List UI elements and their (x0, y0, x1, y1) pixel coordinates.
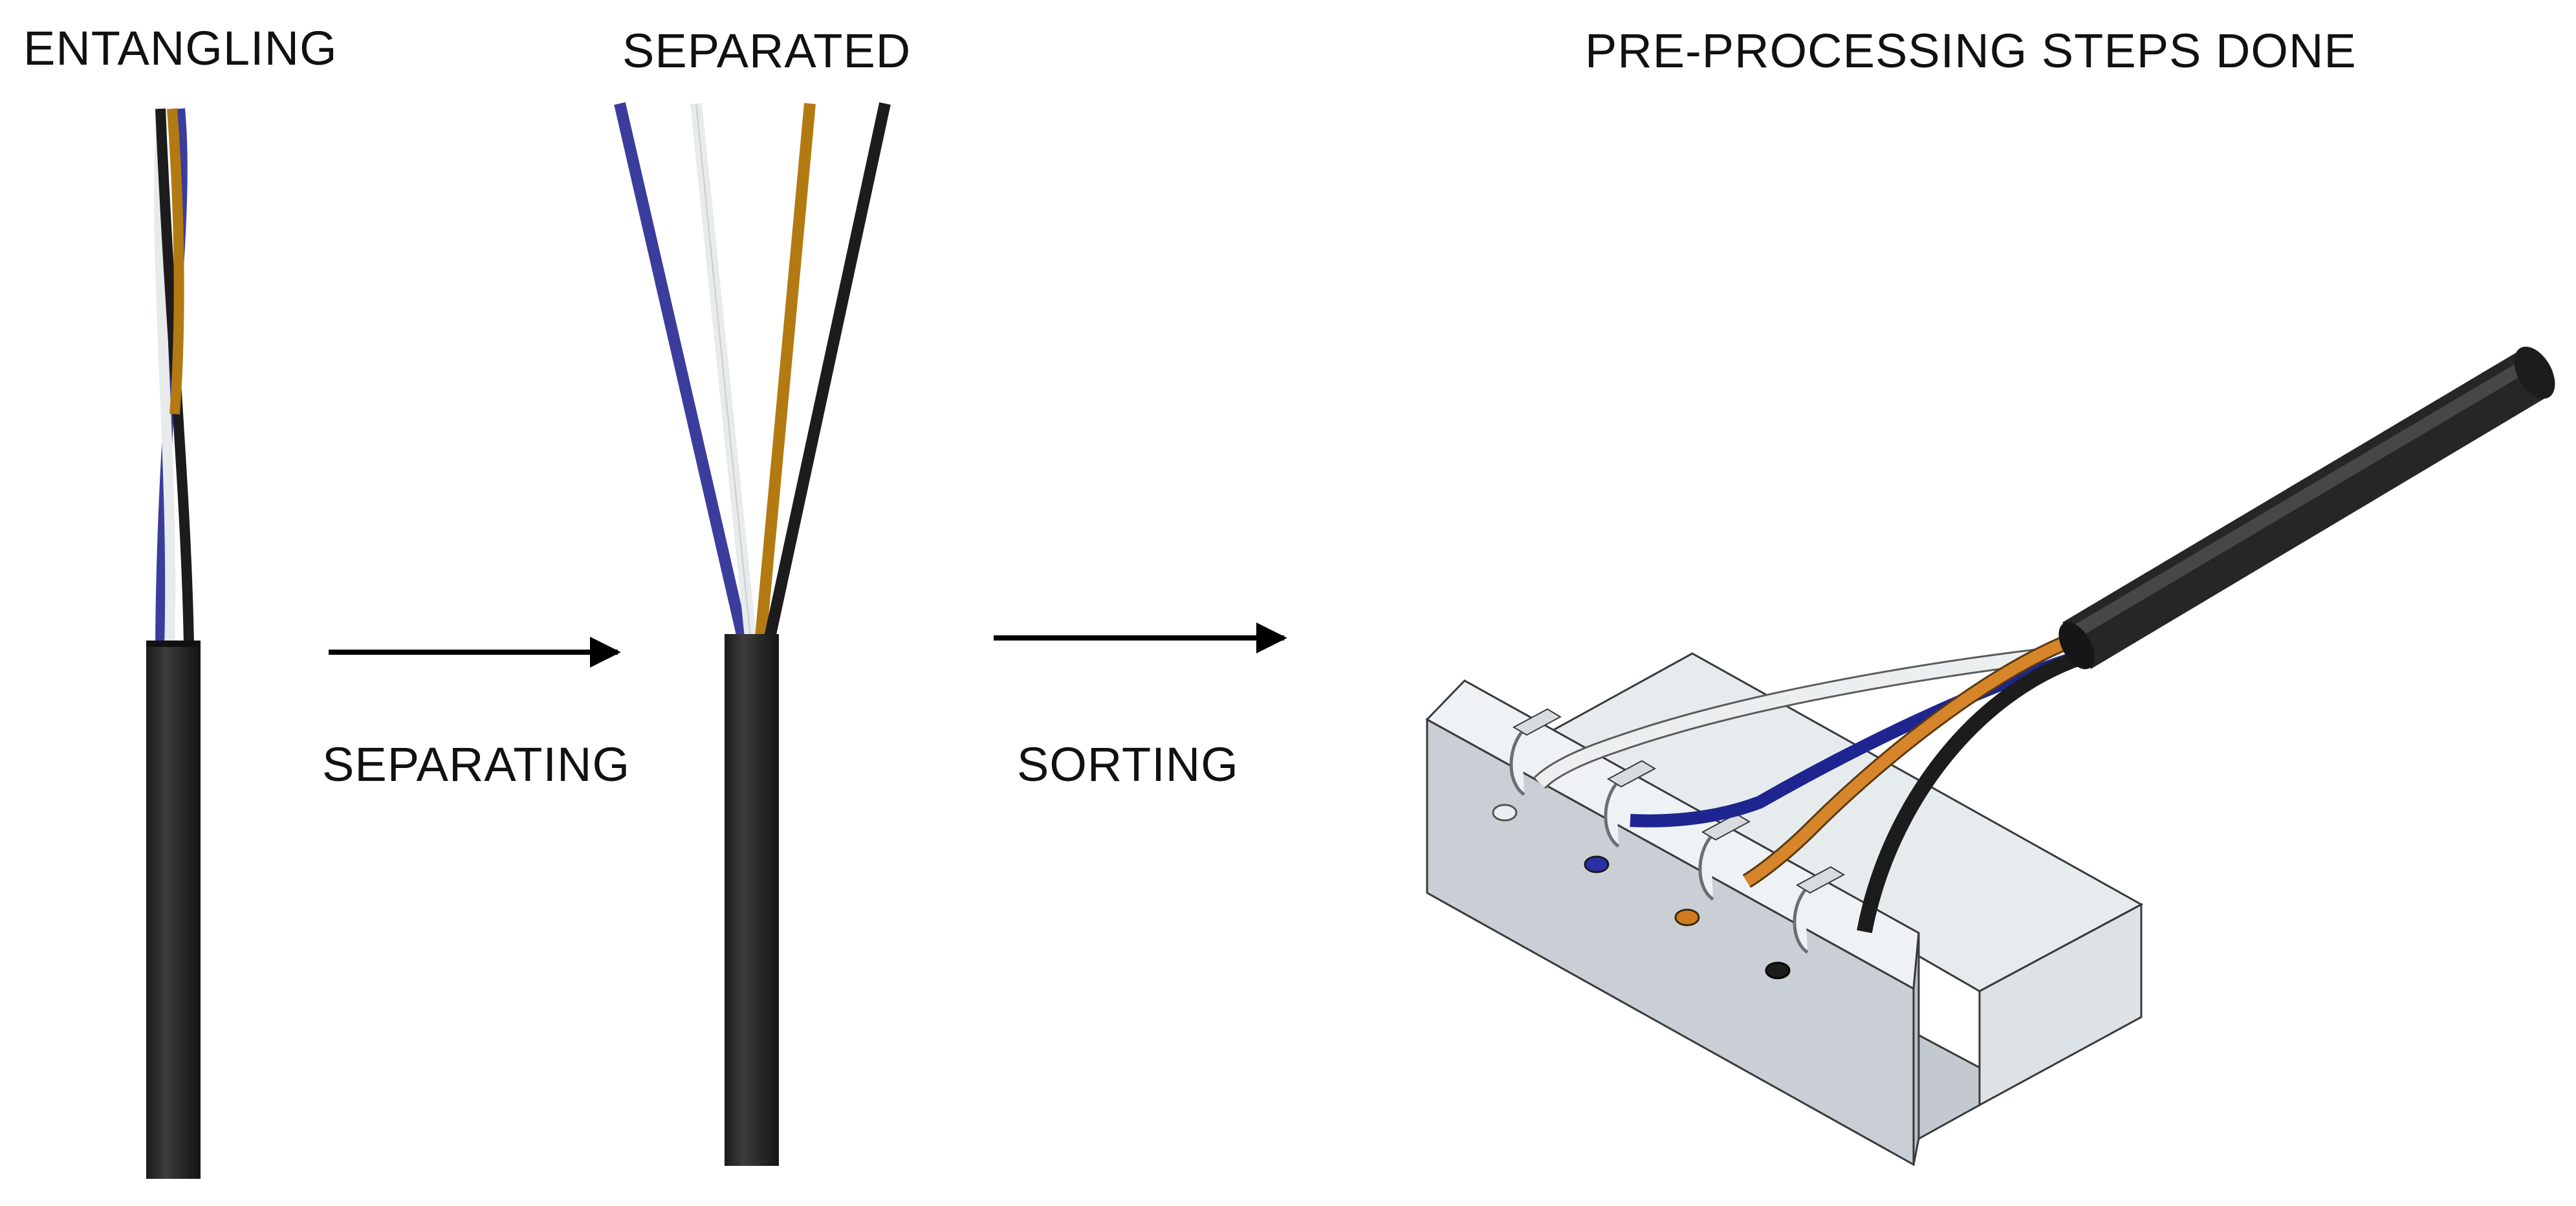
routed-wires (1533, 626, 2096, 934)
slot (1795, 866, 1846, 894)
wire-brown (755, 103, 816, 638)
clip (1604, 783, 1620, 848)
jacket (725, 634, 779, 1166)
slot (1606, 760, 1657, 788)
wire-black (764, 102, 891, 639)
wire-white-outline (695, 103, 751, 638)
wire-brown (167, 108, 184, 415)
fixture-step-face (1917, 1033, 1981, 1141)
wire-end-blue (1584, 855, 1610, 873)
wire-black (1857, 646, 2096, 934)
clip (1698, 836, 1714, 901)
wire-end-black (1765, 961, 1791, 980)
clip (1793, 889, 1809, 954)
sorting-fixture (1425, 652, 2144, 1167)
label-sorting: SORTING (1017, 738, 1239, 791)
label-entangling: ENTANGLING (23, 21, 338, 75)
clip (1509, 731, 1525, 796)
jacket-highlight (2068, 357, 2533, 641)
jacket (146, 641, 201, 1179)
finished-cable-jacket (2058, 346, 2555, 670)
cable-entangling (146, 108, 201, 1179)
wire-end-brown (1674, 908, 1700, 926)
wire-blue (614, 102, 748, 639)
jacket-start-cap (2058, 622, 2095, 670)
slot (1512, 708, 1562, 736)
label-separated: SEPARATED (622, 24, 911, 78)
jacket-top (146, 641, 201, 647)
label-pre-processing-done: PRE-PROCESSING STEPS DONE (1585, 24, 2357, 78)
label-separating: SEPARATING (322, 738, 631, 791)
wire-white (1534, 644, 2091, 788)
cable-separated (614, 102, 891, 1166)
wire-brown (1743, 628, 2091, 886)
jacket-end-cap (2514, 346, 2555, 399)
slot (1701, 813, 1751, 841)
wire-end-white (1492, 804, 1518, 822)
